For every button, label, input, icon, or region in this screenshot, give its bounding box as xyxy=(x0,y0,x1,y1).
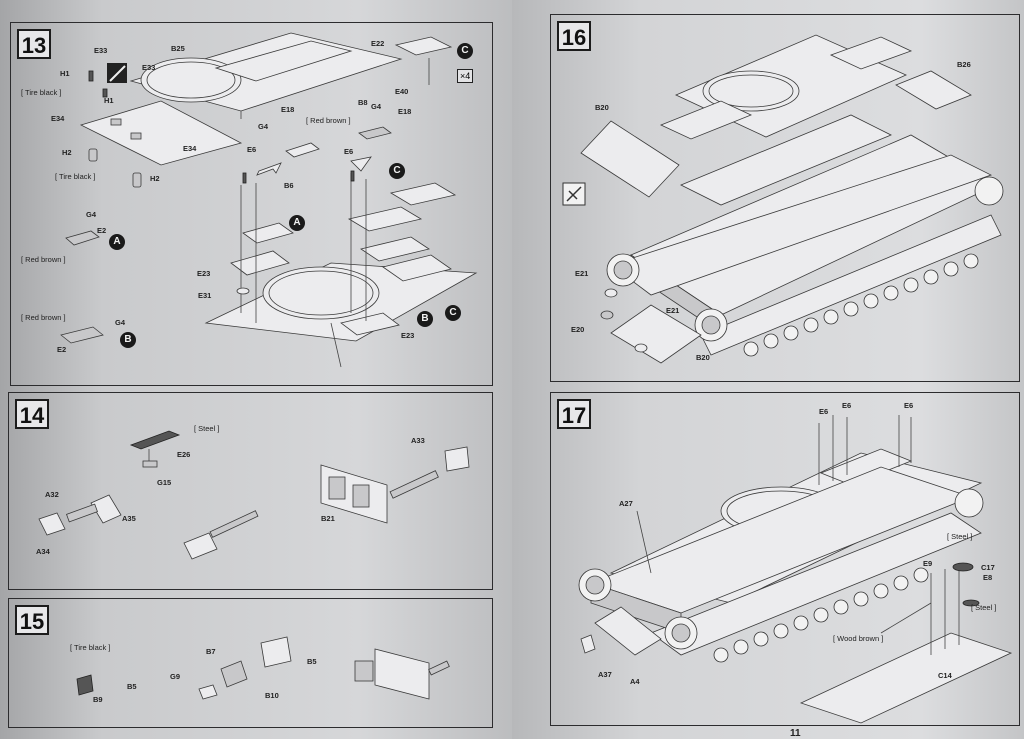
step-17-panel: 17 xyxy=(550,392,1020,726)
part-label: E26 xyxy=(177,450,191,459)
part-label: B26 xyxy=(957,60,971,69)
step-15-panel: 15 [ Tire black ] B5 B9 B7 B5 G9 B10 xyxy=(8,598,493,728)
paint-note: [ Tire black ] xyxy=(55,172,96,181)
part-label: G4 xyxy=(115,318,126,327)
part-label: B8 xyxy=(358,98,368,107)
part-label: E20 xyxy=(571,325,585,334)
engine-deck-b26 xyxy=(895,70,972,110)
quantity-multiplier: ×4 xyxy=(457,69,474,83)
part-label: E34 xyxy=(51,114,65,123)
part-label: G4 xyxy=(86,210,97,219)
part-label: G4 xyxy=(371,102,382,111)
part-label: E33 xyxy=(94,46,108,55)
part-label: E31 xyxy=(198,291,212,300)
part-label: A4 xyxy=(630,677,640,686)
part-label: B5 xyxy=(127,682,137,691)
step-number: 17 xyxy=(557,399,591,429)
marker-c: C xyxy=(457,43,473,59)
part-label: C17 xyxy=(981,563,995,572)
part-label: E8 xyxy=(983,573,993,582)
no-glue-icon xyxy=(107,63,127,83)
paint-note: [ Red brown ] xyxy=(306,116,351,125)
part-label: B6 xyxy=(284,181,294,190)
paint-note: [ Wood brown ] xyxy=(833,634,884,643)
part-label: B9 xyxy=(93,695,103,704)
marker-c: C xyxy=(389,163,405,179)
part-label: E6 xyxy=(904,401,914,410)
part-label: E18 xyxy=(281,105,295,114)
step-13-panel: 13 xyxy=(10,22,493,386)
part-label: H1 xyxy=(60,69,70,78)
part-label: A27 xyxy=(619,499,633,508)
paint-note: [ Steel ] xyxy=(947,532,973,541)
marker-a: A xyxy=(109,234,125,250)
part-label: E6 xyxy=(842,401,852,410)
part-label: E40 xyxy=(395,87,409,96)
part-label: E18 xyxy=(398,107,412,116)
part-label: E6 xyxy=(819,407,829,416)
part-label: E9 xyxy=(923,559,933,568)
road-wheels xyxy=(743,253,979,357)
step-15-drawing xyxy=(76,636,450,700)
part-label: A33 xyxy=(411,436,425,445)
step-16-drawing xyxy=(562,34,1004,364)
glue-tool-icon xyxy=(562,182,586,206)
marker-b: B xyxy=(417,311,433,327)
marker-a: A xyxy=(289,215,305,231)
part-label: E2 xyxy=(97,226,107,235)
step-number: 14 xyxy=(15,399,49,429)
part-label: G15 xyxy=(157,478,172,487)
part-label: B20 xyxy=(595,103,609,112)
part-label: C14 xyxy=(938,671,952,680)
page-number: 11 xyxy=(790,728,801,739)
marker-c: C xyxy=(445,305,461,321)
part-label: A35 xyxy=(122,514,136,523)
step-13-drawing xyxy=(60,32,478,368)
paint-note: [ Steel ] xyxy=(971,603,997,612)
part-label: A32 xyxy=(45,490,59,499)
part-label: E21 xyxy=(666,306,680,315)
paint-note: [ Red brown ] xyxy=(21,313,66,322)
part-label: E34 xyxy=(183,144,197,153)
part-label: E23 xyxy=(401,331,415,340)
step-16-panel: 16 xyxy=(550,14,1020,382)
part-label: B5 xyxy=(307,657,317,666)
paint-note: [ Steel ] xyxy=(194,424,220,433)
step-number: 16 xyxy=(557,21,591,51)
part-label: H2 xyxy=(62,148,72,157)
paint-note: [ Tire black ] xyxy=(21,88,62,97)
right-page: 16 xyxy=(512,0,1024,739)
part-label: B21 xyxy=(321,514,335,523)
paint-note: [ Tire black ] xyxy=(70,643,111,652)
part-label: E33 xyxy=(142,63,156,72)
part-label: G9 xyxy=(170,672,181,681)
part-label: H2 xyxy=(150,174,160,183)
part-label: B10 xyxy=(265,691,279,700)
part-label: H1 xyxy=(104,96,114,105)
step-14-drawing xyxy=(38,430,470,560)
part-label: E21 xyxy=(575,269,589,278)
step-17-drawing xyxy=(578,415,1013,724)
part-label: B7 xyxy=(206,647,216,656)
part-label: A37 xyxy=(598,670,612,679)
part-label: A34 xyxy=(36,547,50,556)
part-label: G4 xyxy=(258,122,269,131)
part-label: E2 xyxy=(57,345,67,354)
part-label: E23 xyxy=(197,269,211,278)
left-page: 13 xyxy=(0,0,512,739)
part-label: E6 xyxy=(247,145,257,154)
road-wheels xyxy=(713,567,929,663)
step-number: 15 xyxy=(15,605,49,635)
part-label: E22 xyxy=(371,39,385,48)
step-number: 13 xyxy=(17,29,51,59)
part-label: B25 xyxy=(171,44,185,53)
step-14-panel: 14 [ Steel ] E26 G15 A33 A32 A35 A34 B21 xyxy=(8,392,493,590)
part-label: B20 xyxy=(696,353,710,362)
paint-note: [ Red brown ] xyxy=(21,255,66,264)
part-label: E6 xyxy=(344,147,354,156)
marker-b: B xyxy=(120,332,136,348)
